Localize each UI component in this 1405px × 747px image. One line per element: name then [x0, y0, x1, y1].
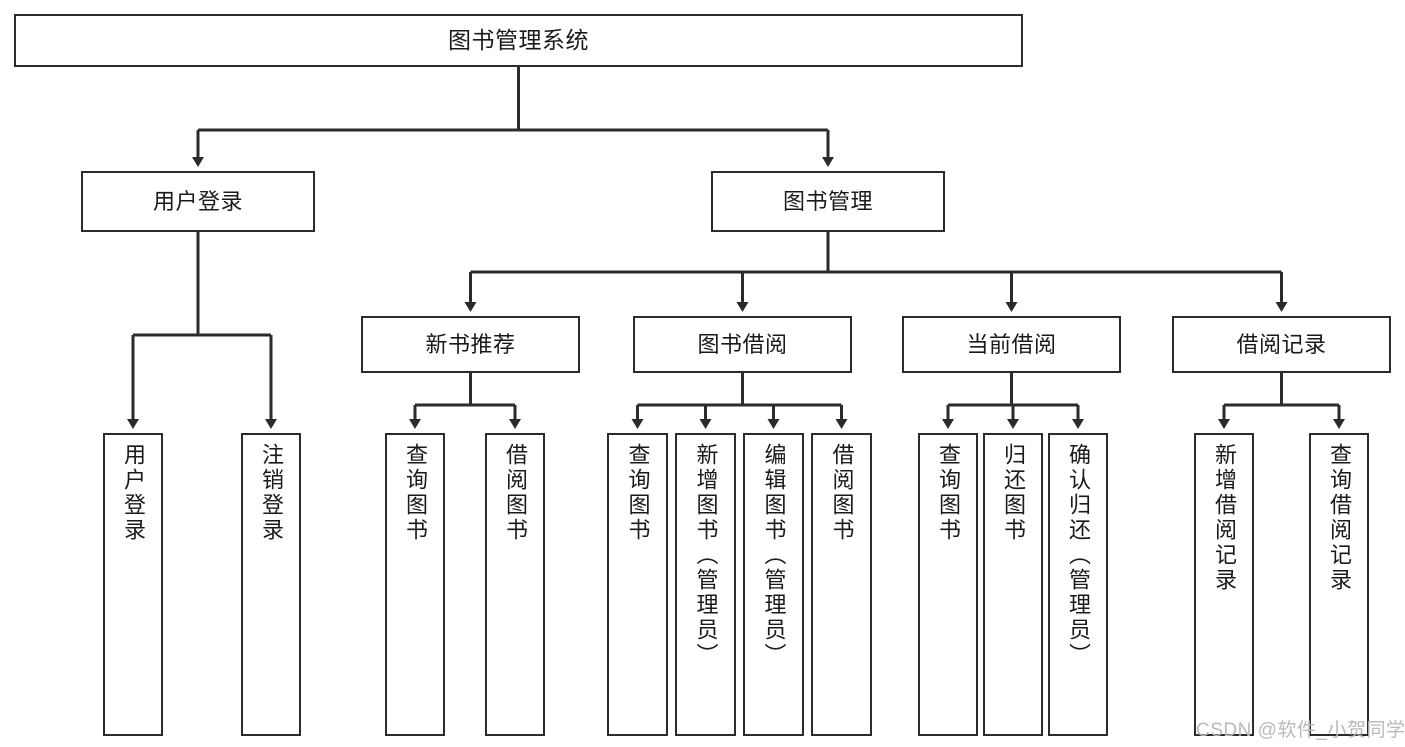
node-leaf-query-record[interactable]: 查询借阅记录 — [1309, 433, 1369, 736]
node-label: 确认归还（管理员） — [1066, 443, 1091, 668]
node-label: 新增借阅记录 — [1212, 443, 1237, 593]
node-label: 用户登录 — [121, 443, 146, 543]
node-label: 编辑图书（管理员） — [761, 443, 787, 668]
node-label: 查询图书 — [936, 443, 961, 543]
node-label: 当前借阅 — [966, 331, 1057, 357]
node-leaf-edit-book[interactable]: 编辑图书（管理员） — [743, 433, 804, 736]
node-borrow-record[interactable]: 借阅记录 — [1172, 316, 1391, 373]
node-label: 图书管理系统 — [448, 26, 589, 53]
node-label: 图书借阅 — [697, 331, 788, 357]
node-label: 注销登录 — [259, 443, 284, 543]
node-label: 借阅图书 — [503, 443, 528, 543]
node-label: 新书推荐 — [425, 331, 516, 357]
node-leaf-add-record[interactable]: 新增借阅记录 — [1194, 433, 1254, 736]
node-new-book-rec[interactable]: 新书推荐 — [361, 316, 580, 373]
node-current-borrow[interactable]: 当前借阅 — [902, 316, 1121, 373]
node-leaf-borrow-book-2[interactable]: 借阅图书 — [811, 433, 872, 736]
node-label: 新增图书（管理员） — [693, 443, 719, 668]
node-label: 查询图书 — [403, 443, 428, 543]
node-user-login[interactable]: 用户登录 — [81, 171, 315, 232]
node-root[interactable]: 图书管理系统 — [14, 14, 1023, 67]
node-label: 借阅图书 — [829, 443, 855, 543]
node-leaf-add-book[interactable]: 新增图书（管理员） — [675, 433, 736, 736]
node-leaf-confirm-return[interactable]: 确认归还（管理员） — [1048, 433, 1108, 736]
node-leaf-query-book-3[interactable]: 查询图书 — [918, 433, 978, 736]
node-leaf-query-book-1[interactable]: 查询图书 — [385, 433, 445, 736]
node-label: 图书管理 — [782, 188, 873, 214]
node-label: 借阅记录 — [1236, 331, 1327, 357]
node-label: 用户登录 — [152, 188, 243, 214]
node-leaf-user-logout[interactable]: 注销登录 — [241, 433, 301, 736]
node-leaf-return-book[interactable]: 归还图书 — [983, 433, 1043, 736]
node-leaf-borrow-book-1[interactable]: 借阅图书 — [485, 433, 545, 736]
csdn-watermark: CSDN @软件_小贺同学 — [1196, 720, 1405, 741]
node-label: 查询图书 — [625, 443, 651, 543]
node-book-manage[interactable]: 图书管理 — [711, 171, 945, 232]
node-leaf-user-login[interactable]: 用户登录 — [103, 433, 163, 736]
node-label: 归还图书 — [1001, 443, 1026, 543]
node-leaf-query-book-2[interactable]: 查询图书 — [607, 433, 668, 736]
node-label: 查询借阅记录 — [1327, 443, 1352, 593]
node-book-borrow[interactable]: 图书借阅 — [633, 316, 852, 373]
